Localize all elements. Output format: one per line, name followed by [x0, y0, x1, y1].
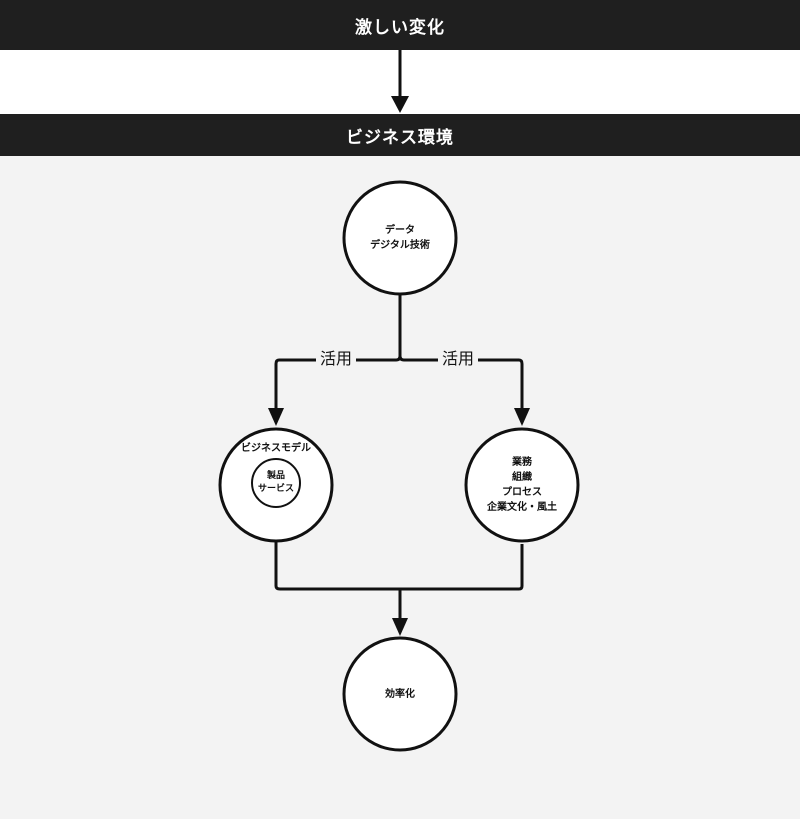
- business-model-label-wrap: ビジネスモデル: [220, 440, 332, 456]
- result-label: 効率化: [385, 688, 415, 700]
- operations-line3: プロセス: [502, 487, 542, 498]
- data-node-text: データ デジタル技術: [344, 216, 456, 260]
- operations-circle: [464, 427, 580, 543]
- environment-bar: ビジネス環境: [0, 114, 800, 156]
- products-services-text: 製品 サービス: [252, 467, 300, 499]
- operations-line4: 企業文化・風土: [487, 502, 557, 513]
- edge-to-operations: [398, 355, 524, 408]
- edge-label-right: 活用: [438, 350, 479, 368]
- operations-line1: 業務: [512, 457, 532, 468]
- result-text: 効率化: [344, 684, 456, 704]
- right-arrow-head: [514, 408, 530, 426]
- result-circle: [342, 636, 458, 752]
- business-model-label: ビジネスモデル: [241, 442, 311, 454]
- left-arrow-head: [268, 408, 284, 426]
- data-node-line1: データ: [385, 225, 415, 236]
- result-arrow-head: [392, 618, 408, 636]
- top-arrow-head: [391, 96, 409, 113]
- edge-label-left: 活用: [316, 350, 357, 368]
- merge-connector: [274, 540, 524, 591]
- header-title: 激しい変化: [355, 17, 445, 38]
- services-label: サービス: [257, 484, 294, 494]
- products-label: 製品: [266, 471, 285, 481]
- operations-text: 業務 組織 プロセス 企業文化・風土: [466, 453, 578, 517]
- data-node-circle: [342, 180, 458, 296]
- products-services-circle: [251, 458, 301, 508]
- diagram-canvas: 活用 活用 データ デジタル技術 ビジネスモデル 製品 サービス 業務 組織 プ…: [0, 156, 800, 819]
- header-bar: 激しい変化: [0, 0, 800, 50]
- environment-title: ビジネス環境: [346, 127, 454, 148]
- data-node-line2: デジタル技術: [370, 240, 430, 251]
- operations-line2: 組織: [512, 472, 532, 483]
- diagram-svg: [218, 180, 580, 752]
